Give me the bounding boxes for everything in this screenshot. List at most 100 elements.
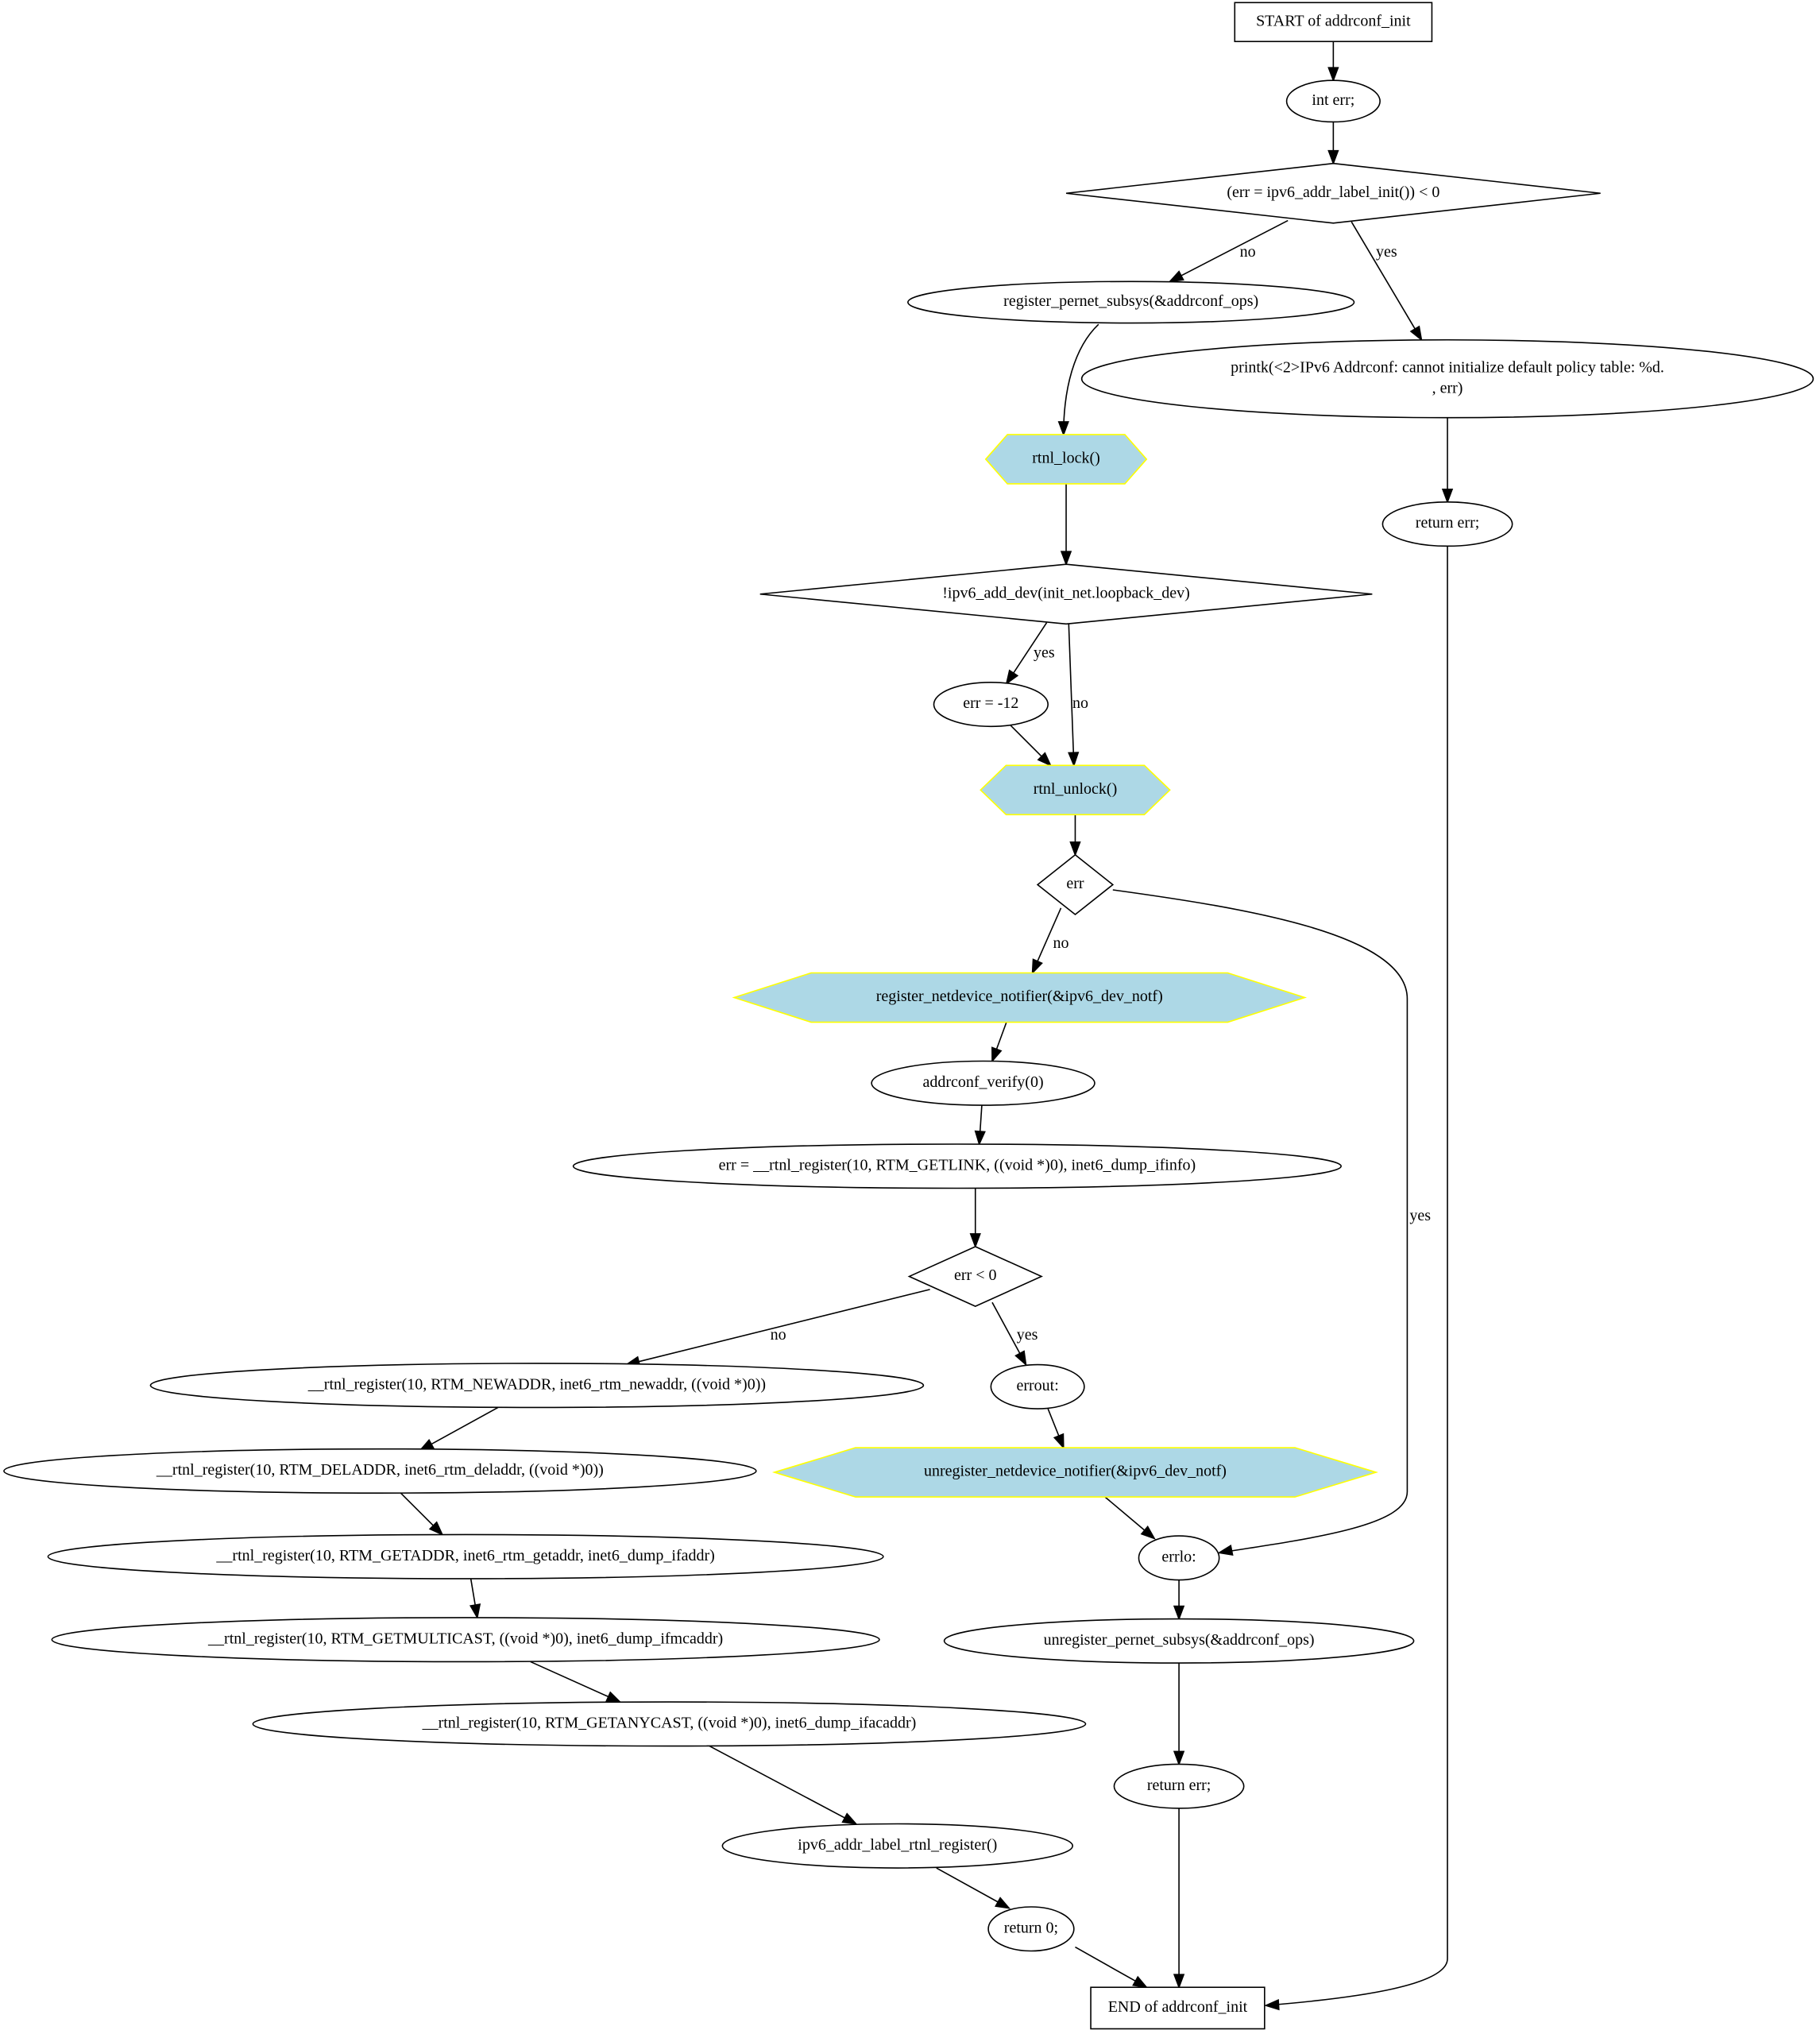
- edge-label-yes: yes: [1376, 243, 1397, 261]
- node-errout: errout:: [990, 1363, 1085, 1409]
- node-cond_err-label: err: [1066, 875, 1084, 892]
- node-unreg_notifier: unregister_netdevice_notifier(&ipv6_dev_…: [771, 1447, 1379, 1498]
- edge-errout-to-unreg_notifier-arrowhead: [1053, 1433, 1065, 1450]
- node-label_rtnl_reg-ellipse: [721, 1823, 1074, 1869]
- node-decl: int err;: [1285, 79, 1381, 123]
- node-reg_getlink-label: err = __rtnl_register(10, RTM_GETLINK, (…: [719, 1156, 1196, 1174]
- edge-reg_getmulticast-to-reg_getanycast: [530, 1661, 620, 1703]
- node-reg_deladdr: __rtnl_register(10, RTM_DELADDR, inet6_r…: [3, 1448, 757, 1494]
- node-reg_pernet: register_pernet_subsys(&addrconf_ops): [907, 280, 1355, 324]
- node-cond_errlt0-diamond: [907, 1246, 1043, 1307]
- node-reg_getmulticast-ellipse: [51, 1617, 880, 1663]
- node-rtnl_lock: rtnl_lock(): [984, 434, 1148, 485]
- edge-label_rtnl_reg-to-ret_zero: [936, 1867, 1010, 1909]
- node-unreg_pernet-ellipse: [943, 1618, 1415, 1664]
- node-err_neg12-label: err = -12: [963, 694, 1018, 712]
- node-cond_errlt0-label: err < 0: [954, 1266, 996, 1284]
- node-reg_notifier-hexagon: [732, 972, 1308, 1023]
- node-reg_getanycast: __rtnl_register(10, RTM_GETANYCAST, ((vo…: [252, 1701, 1087, 1747]
- edge-label-yes: yes: [1409, 1207, 1431, 1224]
- edge-cond_errlt0-to-errout-arrowhead: [1014, 1350, 1027, 1367]
- edge-reg_getanycast-to-label_rtnl_reg-arrowhead: [841, 1812, 858, 1825]
- node-end-box: [1090, 1986, 1265, 2030]
- edge-label-yes: yes: [1017, 1326, 1038, 1344]
- edge-cond_label-to-reg_pernet-arrowhead: [1168, 270, 1184, 283]
- node-reg_getmulticast: __rtnl_register(10, RTM_GETMULTICAST, ((…: [51, 1617, 880, 1663]
- edge-reg_pernet-to-rtnl_lock-arrowhead: [1057, 421, 1069, 437]
- node-ret_err1: return err;: [1381, 501, 1513, 547]
- edge-label-no: no: [771, 1326, 786, 1344]
- node-errlo-label: errlo:: [1161, 1548, 1196, 1565]
- node-cond_label-diamond: [1065, 162, 1601, 224]
- node-cond_label: (err = ipv6_addr_label_init()) < 0: [1065, 162, 1601, 224]
- edge-rtnl_unlock-to-cond_err-arrowhead: [1069, 841, 1081, 857]
- node-start: START of addrconf_init: [1234, 2, 1433, 43]
- edge-cond_adddev-to-rtnl_unlock: [1068, 624, 1075, 766]
- node-start-box: [1234, 2, 1433, 43]
- node-unreg_pernet-label: unregister_pernet_subsys(&addrconf_ops): [1044, 1631, 1315, 1649]
- node-rtnl_lock-hexagon: [984, 434, 1148, 485]
- node-decl-ellipse: [1285, 79, 1381, 123]
- edge-printk-to-ret_err1-arrowhead: [1441, 489, 1454, 505]
- edge-label-no: no: [1240, 243, 1256, 261]
- edge-cond_label-to-reg_pernet: [1169, 219, 1289, 282]
- node-ret_zero-label: return 0;: [1004, 1919, 1058, 1936]
- node-reg_newaddr-label: __rtnl_register(10, RTM_NEWADDR, inet6_r…: [307, 1375, 766, 1393]
- node-unreg_notifier-hexagon: [771, 1447, 1379, 1498]
- node-rtnl_unlock-hexagon: [980, 764, 1171, 816]
- node-ret_err2-label: return err;: [1147, 1777, 1211, 1794]
- node-err_neg12-ellipse: [933, 681, 1049, 728]
- edge-decl-to-cond_label-arrowhead: [1327, 149, 1339, 165]
- node-ret_err2: return err;: [1113, 1763, 1245, 1809]
- edge-label-yes: yes: [1034, 644, 1055, 661]
- edge-reg_getlink-to-cond_errlt0-arrowhead: [969, 1233, 981, 1249]
- edge-cond_err-to-errlo: [1112, 889, 1408, 1554]
- edge-cond_label-to-printk-arrowhead: [1409, 325, 1423, 342]
- node-rtnl_unlock-label: rtnl_unlock(): [1034, 780, 1118, 798]
- node-reg_deladdr-ellipse: [3, 1448, 757, 1494]
- node-label_rtnl_reg-label: ipv6_addr_label_rtnl_register(): [798, 1836, 997, 1854]
- node-errout-label: errout:: [1016, 1377, 1058, 1394]
- node-cond_label-label: (err = ipv6_addr_label_init()) < 0: [1227, 184, 1439, 201]
- edge-verify-to-reg_getlink-arrowhead: [974, 1130, 986, 1147]
- node-start-label: START of addrconf_init: [1256, 12, 1411, 29]
- node-label_rtnl_reg: ipv6_addr_label_rtnl_register(): [721, 1823, 1074, 1869]
- node-reg_getaddr-ellipse: [47, 1533, 884, 1580]
- node-rtnl_lock-label: rtnl_lock(): [1032, 450, 1100, 467]
- node-reg_getmulticast-label: __rtnl_register(10, RTM_GETMULTICAST, ((…: [207, 1630, 723, 1647]
- edge-cond_errlt0-to-reg_newaddr: [626, 1289, 930, 1366]
- edge-reg_newaddr-to-reg_deladdr: [419, 1406, 499, 1452]
- edge-label-no: no: [1053, 934, 1069, 952]
- edge-errlo-to-unreg_pernet-arrowhead: [1173, 1605, 1185, 1621]
- node-ret_err1-label: return err;: [1416, 514, 1480, 532]
- node-reg_newaddr-ellipse: [149, 1363, 925, 1409]
- node-verify-ellipse: [871, 1060, 1095, 1106]
- edge-ret_zero-to-end-arrowhead: [1132, 1975, 1149, 1989]
- node-printk: printk(<2>IPv6 Addrconf: cannot initiali…: [1080, 338, 1814, 419]
- node-cond_err-diamond: [1036, 853, 1115, 916]
- node-errlo: errlo:: [1138, 1535, 1220, 1581]
- node-reg_getlink: err = __rtnl_register(10, RTM_GETLINK, (…: [572, 1143, 1342, 1189]
- node-ret_zero-ellipse: [987, 1906, 1075, 1952]
- node-errout-ellipse: [990, 1363, 1085, 1409]
- node-ret_zero: return 0;: [987, 1906, 1075, 1952]
- node-unreg_notifier-label: unregister_netdevice_notifier(&ipv6_dev_…: [924, 1463, 1227, 1480]
- edge-cond_adddev-to-err_neg12-arrowhead: [1005, 669, 1019, 686]
- node-reg_getaddr: __rtnl_register(10, RTM_GETADDR, inet6_r…: [47, 1533, 884, 1580]
- edge-reg_pernet-to-rtnl_lock: [1062, 323, 1099, 435]
- edge-ret_err1-to-end-arrowhead: [1264, 1998, 1280, 2011]
- node-reg_getanycast-ellipse: [252, 1701, 1087, 1747]
- node-end: END of addrconf_init: [1090, 1986, 1265, 2030]
- node-cond_errlt0: err < 0: [907, 1246, 1043, 1307]
- edge-cond_adddev-to-rtnl_unlock-arrowhead: [1068, 752, 1080, 768]
- node-printk-ellipse: [1080, 338, 1814, 419]
- edge-label-no: no: [1072, 694, 1088, 712]
- node-cond_adddev: !ipv6_add_dev(init_net.loopback_dev): [759, 563, 1373, 625]
- node-decl-label: int err;: [1312, 91, 1354, 109]
- edge-cond_err-to-errlo-arrowhead: [1217, 1544, 1234, 1556]
- edge-cond_err-to-reg_notifier-arrowhead: [1031, 958, 1043, 975]
- node-unreg_pernet: unregister_pernet_subsys(&addrconf_ops): [943, 1618, 1415, 1664]
- node-ret_err1-ellipse: [1381, 501, 1513, 547]
- edge-unreg_notifier-to-errlo-arrowhead: [1140, 1526, 1156, 1540]
